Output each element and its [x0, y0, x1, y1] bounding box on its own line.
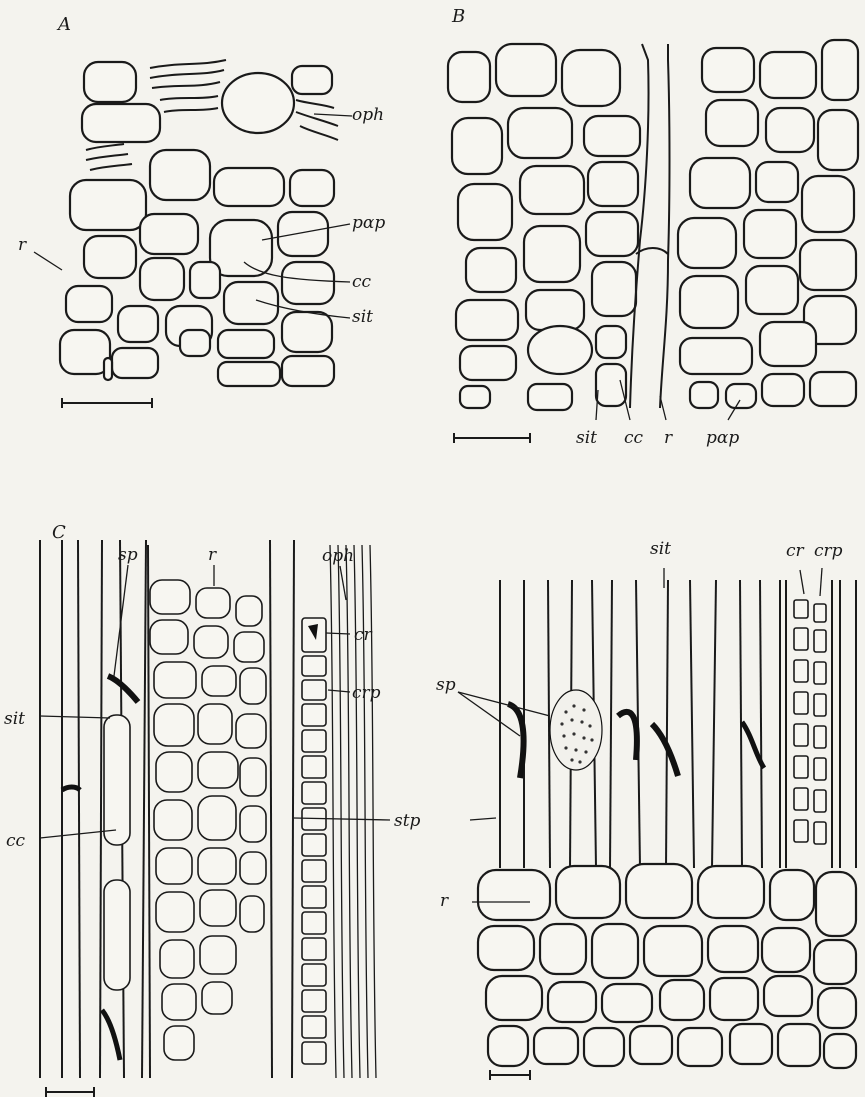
panel-a-label-r: r — [18, 235, 27, 255]
panel-c-label-r: r — [208, 545, 217, 565]
panel-d-sieve-tubes — [500, 580, 780, 868]
panel-a-label-sit: sit — [352, 307, 373, 327]
panel-c-letter: C — [52, 522, 66, 543]
panel-d-ray — [478, 864, 856, 1068]
panel-d-label-sit: sit — [650, 539, 671, 559]
panel-c-label-cc: cc — [6, 831, 26, 851]
panel-c-label-sp: sp — [118, 545, 138, 565]
panel-b-label-sit: sit — [576, 428, 597, 448]
panel-d-label-cr: cr — [786, 541, 805, 561]
panel-b: B — [448, 6, 858, 448]
panel-c-label-cr: cr — [354, 625, 373, 645]
panel-b-letter: B — [451, 6, 465, 27]
panel-d-crystal-strand — [786, 580, 856, 868]
panel-a-letter: A — [56, 14, 71, 35]
panel-d-label-sp: sp — [436, 675, 456, 695]
panel-c-label-crp: crp — [352, 683, 381, 703]
panel-c-label-sit: sit — [4, 709, 25, 729]
panel-c-ray-cells — [150, 580, 266, 1060]
panel-d-label-crp: crp — [814, 541, 843, 561]
panel-a: A — [18, 14, 385, 408]
panel-a-label-oph: oph — [352, 105, 384, 125]
panel-c-crystal-strand — [302, 618, 326, 1064]
panel-b-label-cc: cc — [624, 428, 644, 448]
panel-d-label-r: r — [440, 891, 449, 911]
panel-b-label-pap: pαp — [706, 428, 739, 448]
panel-d: sit cr crp sp r — [436, 539, 856, 1080]
panel-b-label-r: r — [664, 428, 673, 448]
panel-c-sieve-tubes — [40, 540, 146, 1078]
panel-a-label-cc: cc — [352, 272, 372, 292]
panel-c: C — [4, 522, 421, 1097]
panel-b-cells — [448, 40, 858, 410]
panel-c-label-stp: stp — [394, 811, 421, 831]
panel-c-label-oph: oph — [322, 546, 354, 566]
sieve-plate-surface — [550, 690, 602, 770]
panel-a-label-pap: pαp — [352, 213, 385, 233]
